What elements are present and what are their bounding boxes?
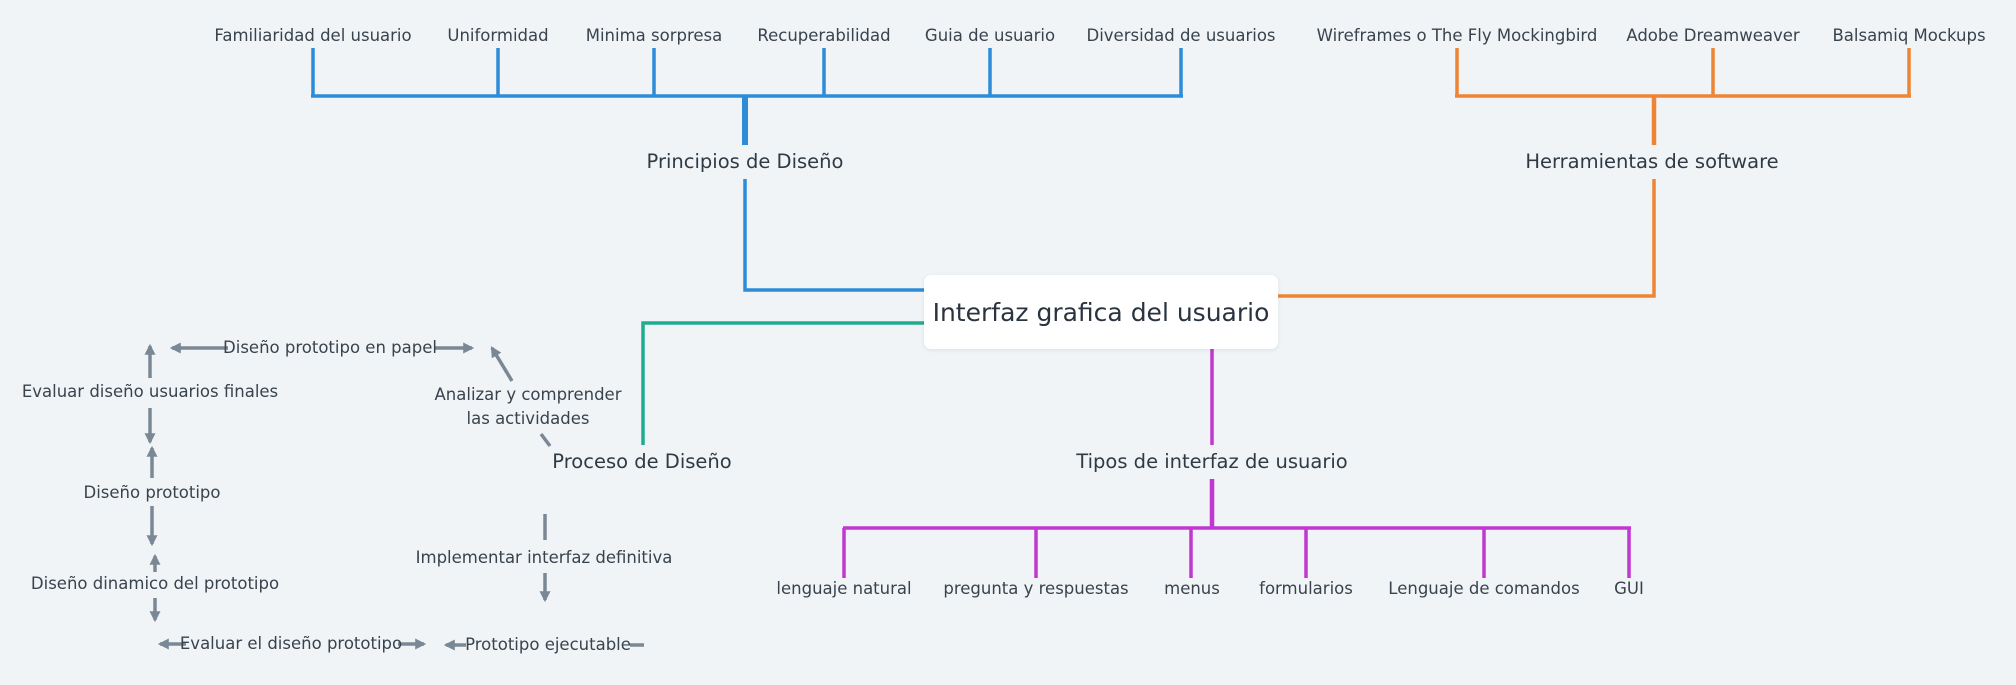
principio-uniformidad[interactable]: Uniformidad <box>447 26 549 46</box>
central-topic-label: Interfaz grafica del usuario <box>932 297 1270 327</box>
principio-guia-usuario[interactable]: Guia de usuario <box>924 26 1056 46</box>
principio-diversidad[interactable]: Diversidad de usuarios <box>1086 26 1276 46</box>
principio-minima-sorpresa[interactable]: Minima sorpresa <box>585 26 723 46</box>
proceso-topic[interactable]: Proceso de Diseño <box>552 449 732 473</box>
herramienta-dreamweaver[interactable]: Adobe Dreamweaver <box>1626 26 1800 46</box>
proceso-to-root <box>641 321 924 445</box>
paso-analizar[interactable]: Analizar y comprender las actividades <box>434 385 622 428</box>
herramientas-branch-lines <box>1455 48 1911 98</box>
paso-diseno-dinamico[interactable]: Diseño dinamico del prototipo <box>30 574 280 594</box>
paso-prototipo-papel[interactable]: Diseño prototipo en papel <box>223 338 437 358</box>
paso-evaluar-prototipo[interactable]: Evaluar el diseño prototipo <box>179 634 403 654</box>
herramienta-wireframes[interactable]: Wireframes o The Fly Mockingbird <box>1316 26 1598 46</box>
principio-familiaridad[interactable]: Familiaridad del usuario <box>214 26 412 46</box>
herramientas-topic[interactable]: Herramientas de software <box>1525 149 1779 173</box>
flow-proceso-analizar <box>539 432 552 448</box>
tipos-topic[interactable]: Tipos de interfaz de usuario <box>1076 449 1348 473</box>
principios-to-root <box>743 179 924 292</box>
tipo-lenguaje-natural[interactable]: lenguaje natural <box>776 579 912 599</box>
herramienta-balsamiq[interactable]: Balsamiq Mockups <box>1832 26 1986 46</box>
tipo-menus[interactable]: menus <box>1164 579 1220 599</box>
tipos-branch-lines <box>842 526 1631 578</box>
paso-implementar[interactable]: Implementar interfaz definitiva <box>415 548 673 568</box>
flow-analizar-arrow <box>490 346 514 382</box>
tipo-gui[interactable]: GUI <box>1614 579 1644 599</box>
tipo-lenguaje-comandos[interactable]: Lenguaje de comandos <box>1388 579 1580 599</box>
paso-evaluar-usuarios[interactable]: Evaluar diseño usuarios finales <box>21 382 279 402</box>
herramientas-to-root <box>1278 179 1656 298</box>
central-topic[interactable]: Interfaz grafica del usuario <box>924 275 1278 349</box>
principios-branch-lines <box>311 48 1183 98</box>
tipo-formularios[interactable]: formularios <box>1259 579 1353 599</box>
paso-diseno-prototipo[interactable]: Diseño prototipo <box>83 483 221 503</box>
principio-recuperabilidad[interactable]: Recuperabilidad <box>757 26 891 46</box>
principios-topic[interactable]: Principios de Diseño <box>646 149 844 173</box>
tipo-pregunta-respuestas[interactable]: pregunta y respuestas <box>943 579 1129 599</box>
paso-prototipo-ejecutable[interactable]: Prototipo ejecutable <box>465 635 631 655</box>
